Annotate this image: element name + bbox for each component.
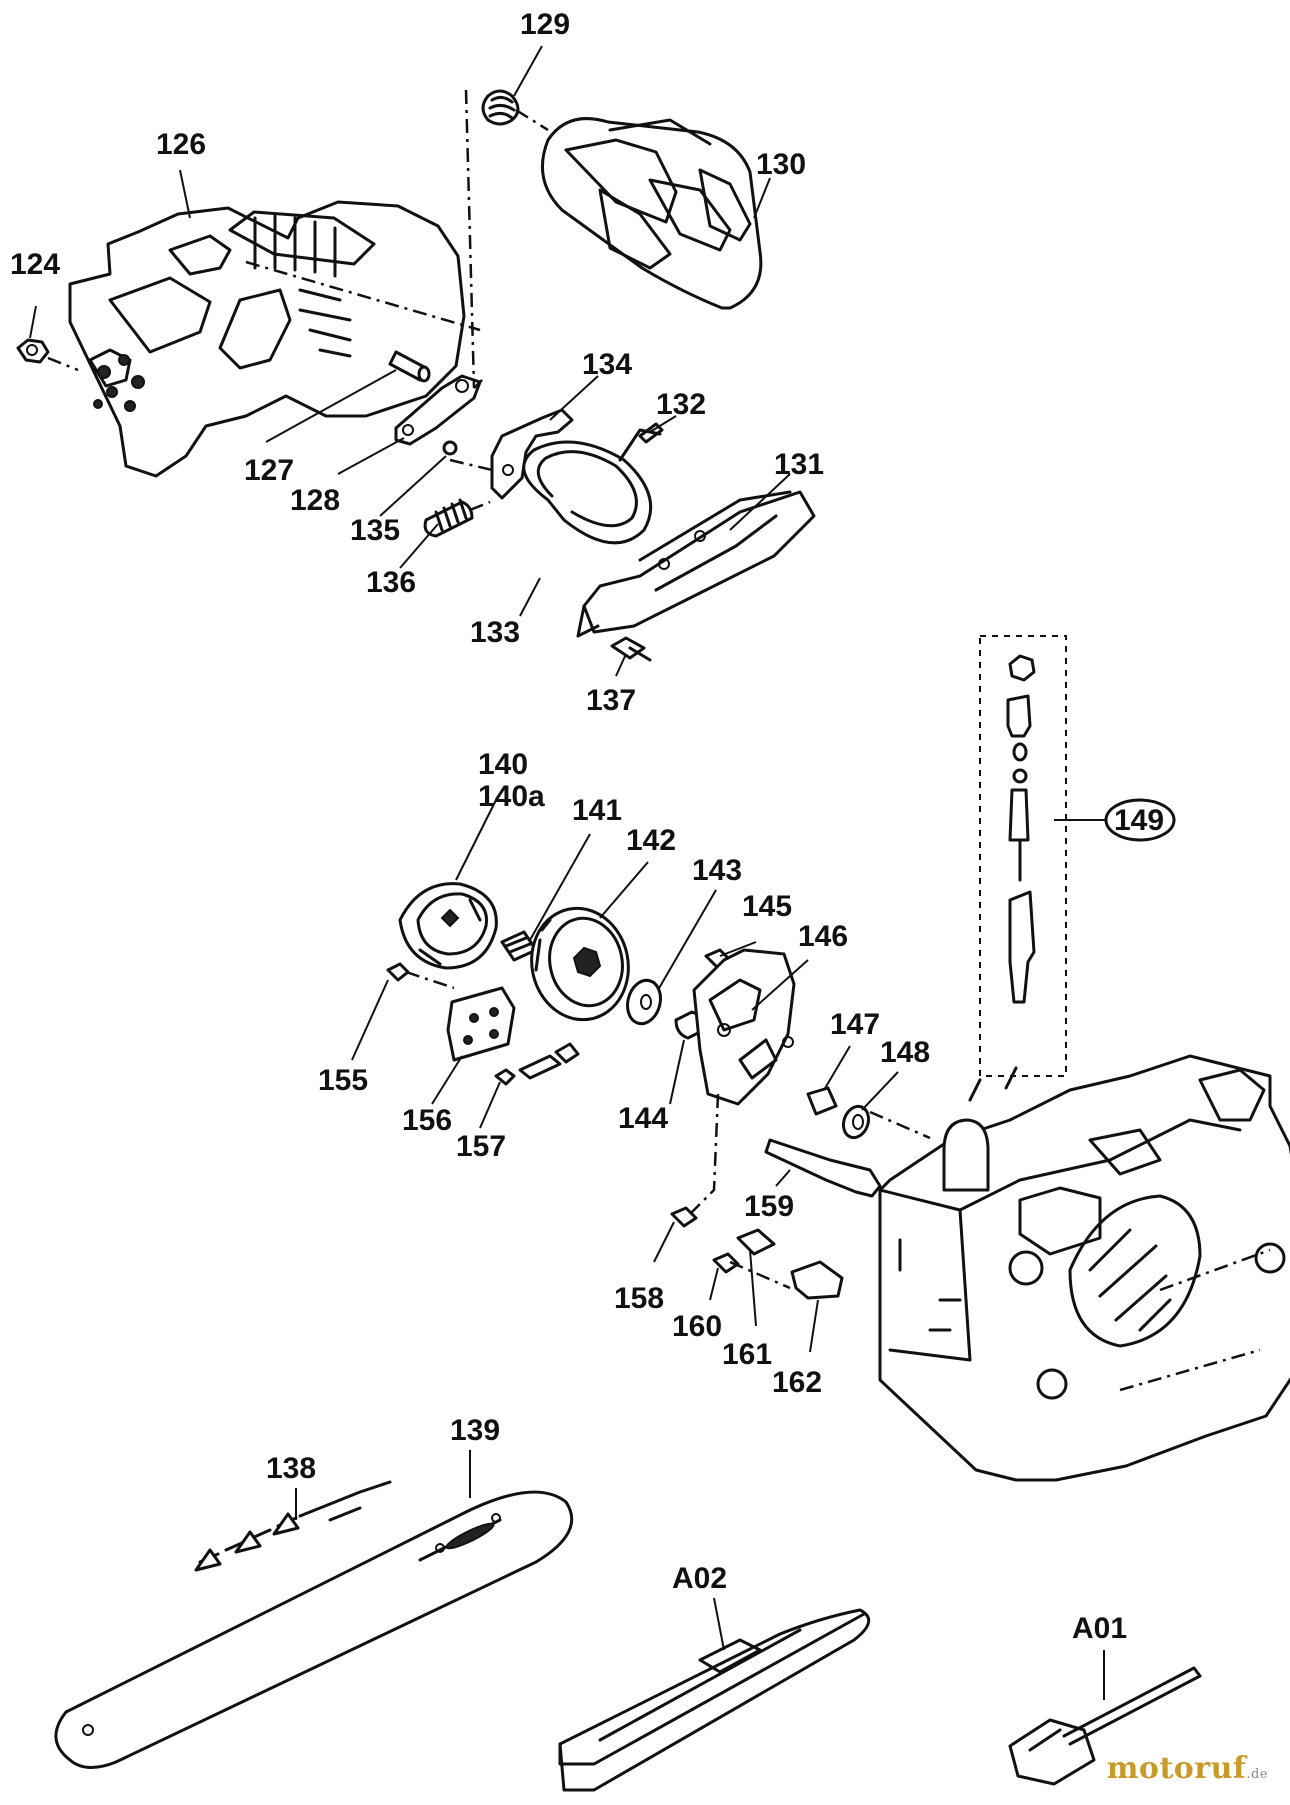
part-148-ring [841, 1104, 871, 1140]
part-158-screw [670, 1093, 720, 1228]
part-128-lever [394, 374, 482, 446]
part-129-spring [481, 89, 549, 132]
leader-lines [29, 45, 1105, 1700]
label-158: 158 [614, 1282, 665, 1315]
watermark-name: motoruf [1106, 1751, 1247, 1786]
label-140a: 140a [478, 780, 545, 813]
part-142-sprocket-drum [530, 906, 630, 1022]
part-143-washer [626, 978, 662, 1026]
label-156: 156 [402, 1104, 453, 1137]
watermark-tld: .de [1246, 1767, 1268, 1782]
label-145: 145 [742, 890, 793, 923]
part-157-tensioner [494, 1042, 580, 1086]
label-131: 131 [774, 448, 825, 481]
label-134: 134 [582, 348, 633, 381]
part-147-block [806, 1086, 838, 1116]
part-133-brake-band [522, 428, 662, 545]
label-135: 135 [350, 514, 401, 547]
part-140-clutch [398, 882, 498, 970]
part-159-rod [764, 1138, 882, 1198]
label-128: 128 [290, 484, 341, 517]
label-136: 136 [366, 566, 417, 599]
part-124-nut [16, 338, 79, 372]
part-A02-bar-cover [558, 1608, 871, 1792]
part-160-screw [712, 1252, 791, 1290]
label-138: 138 [266, 1452, 317, 1485]
part-146-pump-housing [692, 948, 796, 1106]
brake-linkage-line [464, 89, 483, 389]
part-137-screw [610, 636, 652, 662]
part-162-bracket [790, 1260, 844, 1300]
part-138-chain [194, 1480, 392, 1572]
part-134-brake-plate [449, 408, 574, 500]
label-140: 140 [478, 748, 529, 781]
label-157: 157 [456, 1130, 507, 1163]
label-147: 147 [830, 1008, 881, 1041]
label-133: 133 [470, 616, 521, 649]
part-126-housing [68, 200, 481, 478]
part-136-spring [423, 498, 491, 538]
label-127: 127 [244, 454, 295, 487]
part-161-bushing [736, 1228, 776, 1256]
label-137: 137 [586, 684, 637, 717]
part-A01-wrench [1008, 1666, 1202, 1786]
label-129: 129 [520, 8, 571, 41]
label-126: 126 [156, 128, 207, 161]
label-148: 148 [880, 1036, 931, 1069]
part-131-clutch-cover [576, 490, 816, 638]
label-155: 155 [318, 1064, 369, 1097]
part-135-ball [442, 440, 458, 456]
label-A01: A01 [1072, 1612, 1128, 1645]
label-144: 144 [618, 1102, 669, 1135]
part-141-bearing [500, 930, 538, 962]
label-149: 149 [1114, 804, 1165, 837]
part-149-tensioner-group [979, 635, 1176, 1077]
label-132: 132 [656, 388, 707, 421]
part-engine-crankcase [878, 1054, 1290, 1482]
part-155-screw [386, 962, 455, 990]
label-162: 162 [772, 1366, 823, 1399]
label-142: 142 [626, 824, 677, 857]
label-141: 141 [572, 794, 623, 827]
label-124: 124 [10, 248, 61, 281]
label-A02: A02 [672, 1562, 728, 1595]
part-156-plate [446, 986, 516, 1062]
label-143: 143 [692, 854, 743, 887]
label-159: 159 [744, 1190, 795, 1223]
part-139-guide-bar [54, 1490, 574, 1769]
label-160: 160 [672, 1310, 723, 1343]
part-127-pin [388, 350, 431, 383]
label-130: 130 [756, 148, 807, 181]
label-139: 139 [450, 1414, 501, 1447]
label-161: 161 [722, 1338, 773, 1371]
label-146: 146 [798, 920, 849, 953]
watermark: motoruf.de [1107, 1751, 1268, 1786]
part-130-hand-guard [540, 117, 763, 310]
